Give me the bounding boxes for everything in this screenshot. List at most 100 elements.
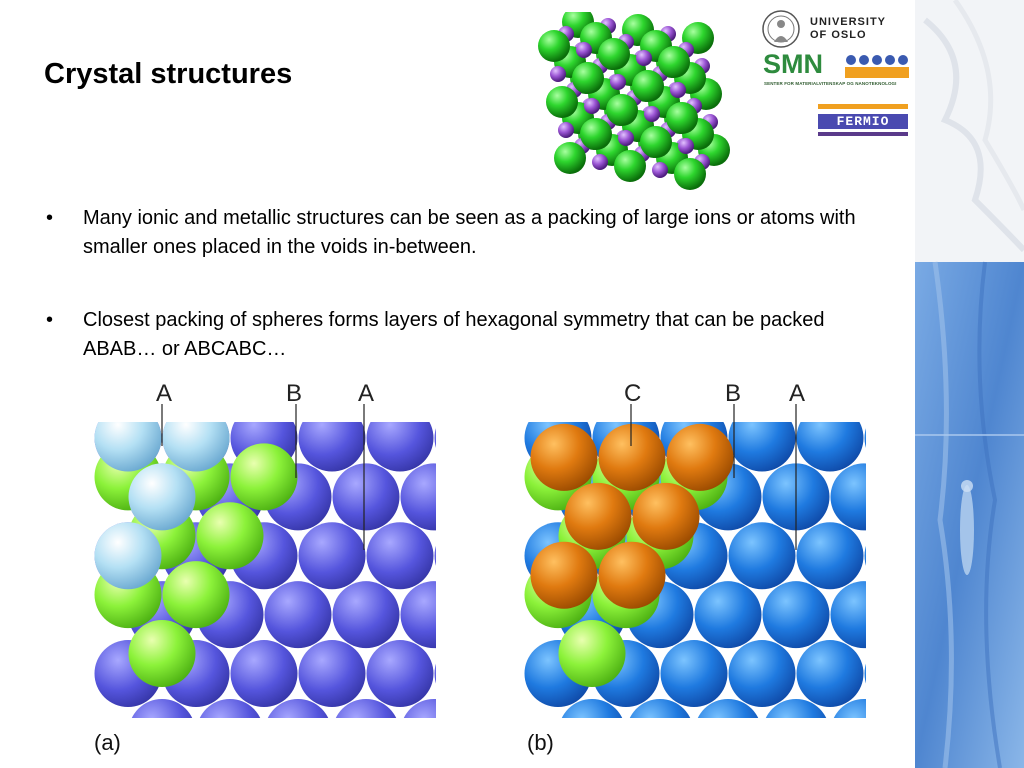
bullet-item: • Closest packing of spheres forms layer… <box>44 306 884 364</box>
sodium-sphere <box>584 98 600 114</box>
sodium-sphere <box>636 50 652 66</box>
sphere-layer-a <box>199 698 261 718</box>
sphere-layer-a <box>434 428 436 448</box>
side-decoration-graphic <box>915 0 1024 768</box>
chloride-sphere <box>632 70 664 102</box>
university-name-line1: UNIVERSITY <box>810 16 887 28</box>
sphere-layer-a <box>830 581 866 649</box>
smn-orange-bar <box>845 67 909 78</box>
layer-label-c: C <box>624 380 642 407</box>
sphere-layer-a <box>694 581 762 649</box>
chloride-sphere <box>658 46 690 78</box>
sphere-layer-a <box>796 640 864 708</box>
bullet-marker: • <box>46 207 54 229</box>
sodium-sphere <box>670 82 686 98</box>
sphere-layer-c <box>530 541 598 609</box>
sodium-sphere <box>678 138 694 154</box>
sphere-layer-a <box>298 640 366 708</box>
sphere-layer-a <box>561 698 623 718</box>
fermio-orange-bar <box>818 104 908 109</box>
sphere-layer-b <box>128 620 196 688</box>
figure-caption-b: (b) <box>527 730 554 755</box>
chloride-sphere <box>580 118 612 150</box>
crystal-model-illustration <box>532 6 732 207</box>
layer-label-b: B <box>725 380 742 407</box>
sphere-layer-a <box>264 581 332 649</box>
sphere-layer-a <box>366 640 434 708</box>
chloride-sphere <box>606 94 638 126</box>
sphere-layer-a-top <box>94 422 162 472</box>
sphere-layer-a <box>864 428 866 448</box>
chloride-sphere <box>554 142 586 174</box>
sodium-sphere <box>644 106 660 122</box>
sodium-sphere <box>652 162 668 178</box>
sodium-sphere <box>558 122 574 138</box>
sphere-layer-c <box>666 423 734 491</box>
sphere-layer-a <box>728 640 796 708</box>
sphere-layer-a <box>366 522 434 590</box>
sphere-layer-a <box>400 463 436 531</box>
sphere-layer-a <box>403 698 436 718</box>
sphere-layer-a <box>298 522 366 590</box>
fermio-underline <box>818 132 908 136</box>
sphere-layer-a <box>796 522 864 590</box>
layer-label-a2: A <box>358 380 375 407</box>
bullet-text: Closest packing of spheres forms layers … <box>83 309 825 360</box>
university-seal-icon <box>762 10 800 48</box>
smn-dots-icon <box>846 55 908 65</box>
sphere-layer-c <box>632 482 700 550</box>
sphere-layer-b <box>196 502 264 570</box>
sodium-sphere <box>610 74 626 90</box>
bullet-marker: • <box>46 309 54 331</box>
sphere-layer-a-top <box>128 463 196 531</box>
layer-label-b: B <box>286 380 303 407</box>
sphere-layer-c <box>598 541 666 609</box>
chloride-sphere <box>572 62 604 94</box>
smn-subtitle: SENTER FOR MATERIALVITENSKAP OG NANOTEKN… <box>764 81 897 86</box>
packing-figure-b: C B A <box>518 378 878 728</box>
sphere-layer-a <box>864 663 866 684</box>
packing-diagram-b <box>524 404 866 718</box>
sphere-layer-c <box>598 423 666 491</box>
chloride-sphere <box>546 86 578 118</box>
sphere-layer-a <box>267 698 329 718</box>
sphere-layer-a <box>629 698 691 718</box>
sphere-layer-b <box>230 443 298 511</box>
sphere-layer-a <box>131 698 193 718</box>
bullet-text: Many ionic and metallic structures can b… <box>83 207 856 258</box>
fermio-logo-text: FERMIO <box>818 114 908 129</box>
sphere-layer-a <box>335 698 397 718</box>
university-of-oslo-logo: UNIVERSITY OF OSLO <box>762 8 912 57</box>
sphere-layer-a <box>230 640 298 708</box>
sphere-layer-c <box>530 423 598 491</box>
sphere-layer-b <box>558 620 626 688</box>
bullet-item: • Many ionic and metallic structures can… <box>44 204 884 262</box>
university-name-line2: OF OSLO <box>810 29 867 41</box>
sphere-layer-a <box>697 698 759 718</box>
sphere-layer-a <box>332 463 400 531</box>
side-decoration <box>915 0 1024 768</box>
sphere-layer-a <box>830 463 866 531</box>
sphere-layer-a <box>796 422 864 472</box>
sodium-sphere <box>618 130 634 146</box>
sphere-layer-b <box>162 561 230 629</box>
sodium-sphere <box>592 154 608 170</box>
crystal-model-graphic <box>538 6 730 190</box>
chloride-sphere <box>640 126 672 158</box>
sphere-layer-a <box>864 545 866 566</box>
figure-caption-a: (a) <box>94 730 121 755</box>
smn-logo: SMN SENTER FOR MATERIALVITENSKAP OG NANO… <box>763 49 911 95</box>
sphere-layer-a <box>765 698 827 718</box>
smn-logo-text: SMN <box>763 49 823 79</box>
sphere-layer-a <box>762 581 830 649</box>
packing-diagram-a <box>94 404 436 718</box>
chloride-sphere <box>614 150 646 182</box>
sphere-layer-a <box>434 663 436 684</box>
chloride-sphere <box>666 102 698 134</box>
sphere-layer-a <box>728 522 796 590</box>
sphere-layer-a-top <box>162 422 230 472</box>
sphere-layer-a-top <box>94 522 162 590</box>
bullet-list: • Many ionic and metallic structures can… <box>44 204 884 408</box>
sodium-sphere <box>550 66 566 82</box>
layer-label-a: A <box>789 380 806 407</box>
